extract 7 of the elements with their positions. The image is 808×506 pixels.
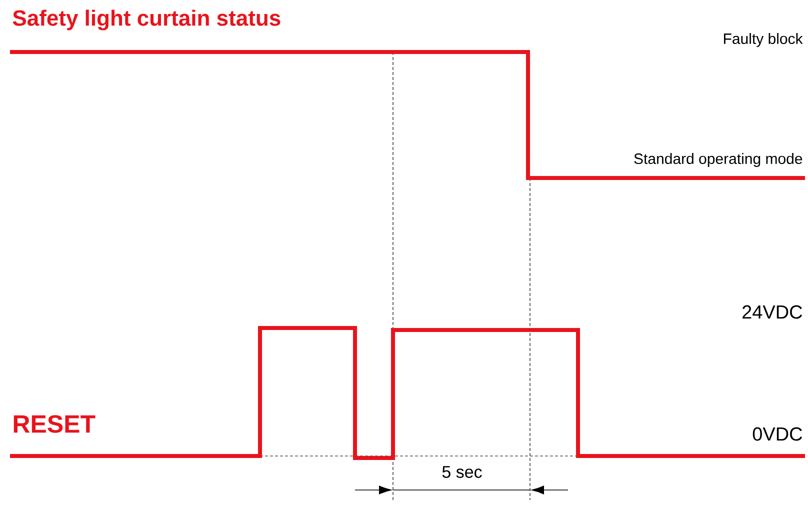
state-label: Standard operating mode	[634, 153, 802, 167]
state-label: Faulty block	[724, 33, 803, 47]
level-label: 0VDC	[752, 427, 802, 441]
level-label: 24VDC	[742, 305, 802, 319]
dimension-label: 5 sec	[442, 466, 482, 478]
title: Safety light curtain status	[12, 10, 280, 30]
signal-name: RESET	[14, 415, 96, 433]
